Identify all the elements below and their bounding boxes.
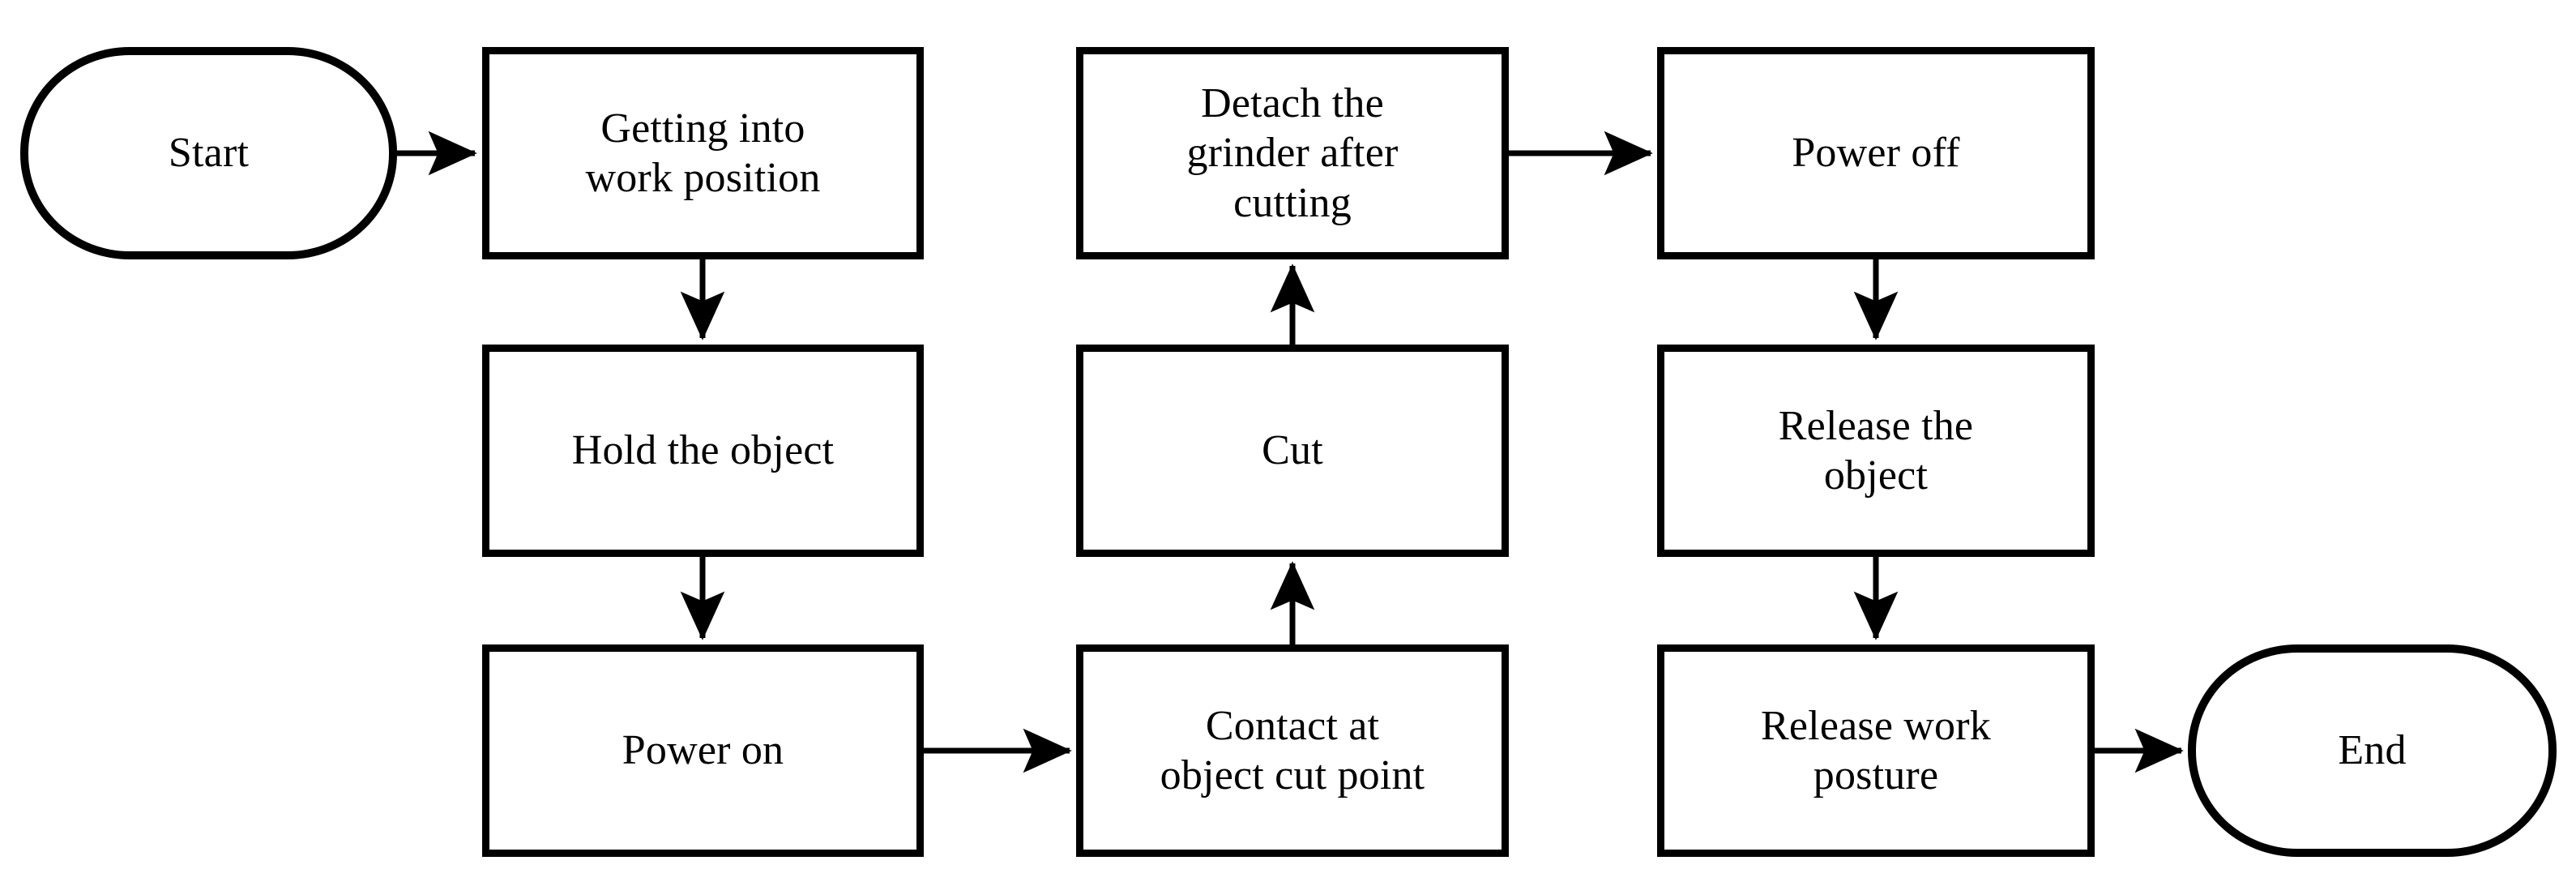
node-release-the-object-label: Release the object (1778, 402, 1974, 499)
node-power-off[interactable]: Power off (1657, 47, 2095, 259)
node-detach-the-grinder-after-cutting[interactable]: Detach the grinder after cutting (1076, 47, 1509, 259)
node-cut[interactable]: Cut (1076, 345, 1509, 557)
node-getting-into-work-position[interactable]: Getting into work position (482, 47, 924, 259)
node-start-label: Start (168, 130, 250, 177)
node-getting-into-work-position-label: Getting into work position (585, 105, 821, 201)
node-hold-the-object[interactable]: Hold the object (482, 345, 924, 557)
node-end[interactable]: End (2188, 644, 2557, 857)
node-power-on-label: Power on (622, 727, 784, 774)
node-cut-label: Cut (1262, 427, 1323, 474)
node-release-work-posture[interactable]: Release work posture (1657, 644, 2095, 857)
node-contact-at-object-cut-point[interactable]: Contact at object cut point (1076, 644, 1509, 857)
node-start[interactable]: Start (20, 47, 397, 259)
node-detach-the-grinder-after-cutting-label: Detach the grinder after cutting (1186, 79, 1399, 226)
node-end-label: End (2338, 727, 2407, 774)
node-power-on[interactable]: Power on (482, 644, 924, 857)
node-power-off-label: Power off (1792, 130, 1960, 177)
node-release-work-posture-label: Release work posture (1761, 702, 1991, 799)
node-release-the-object[interactable]: Release the object (1657, 345, 2095, 557)
node-contact-at-object-cut-point-label: Contact at object cut point (1160, 702, 1425, 799)
node-hold-the-object-label: Hold the object (571, 427, 835, 474)
